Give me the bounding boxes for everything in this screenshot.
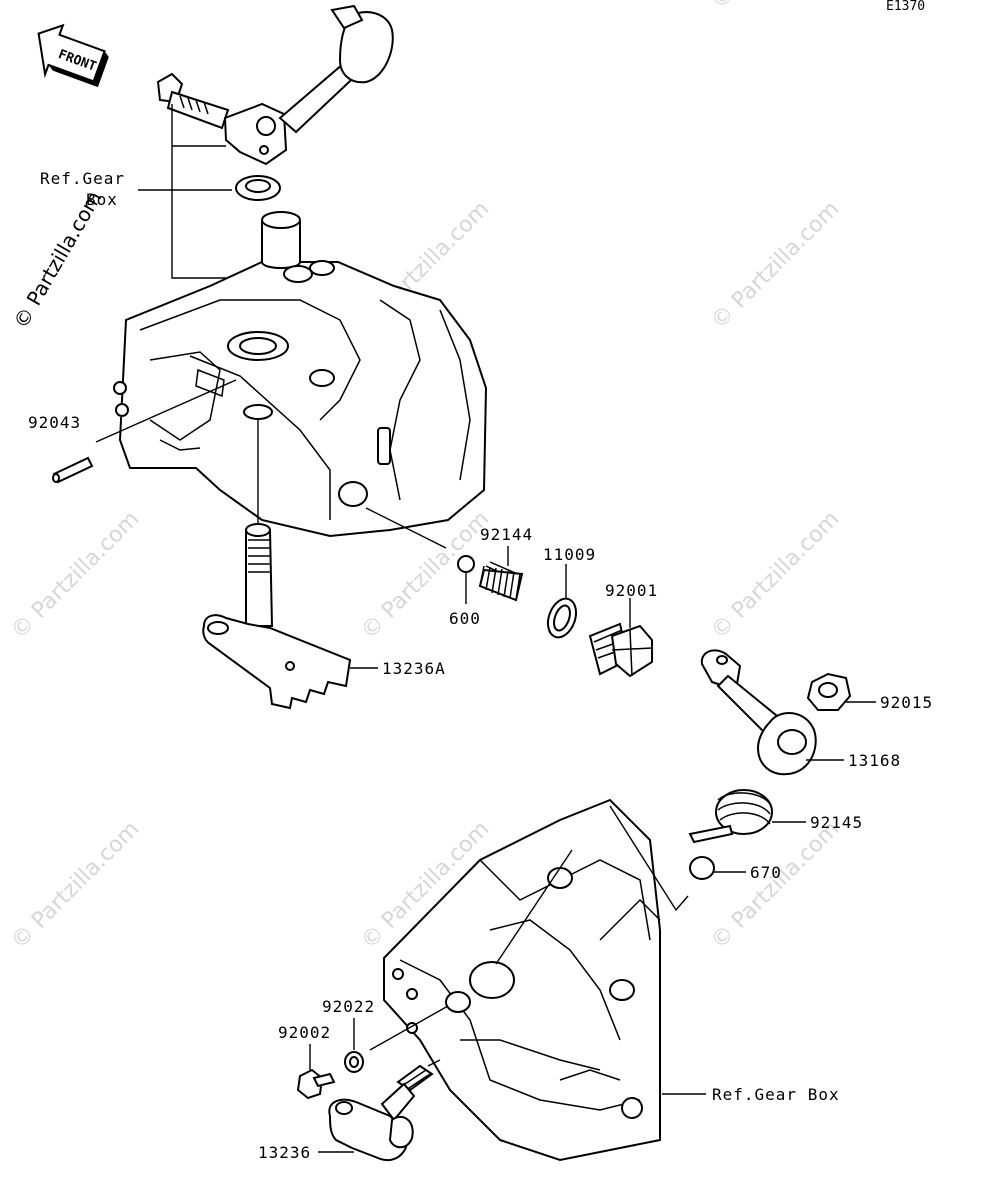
- ref-gear-box-top-line1: Ref.Gear: [40, 169, 125, 188]
- part-number-92145: 92145: [810, 813, 863, 832]
- watermark: © Partzilla.com: [707, 817, 845, 955]
- part-number-13236: 13236: [258, 1143, 311, 1162]
- arm-13168: [700, 649, 817, 776]
- part-number-13236A: 13236A: [382, 659, 446, 678]
- bolt-92002: [296, 1068, 336, 1100]
- nut-92015: [806, 672, 852, 711]
- shift-lever-top: [223, 4, 394, 166]
- gasket-11009: [546, 597, 578, 639]
- part-labels: 92043 92144 11009 92001 600 13236A 92015…: [28, 413, 933, 1162]
- shaft-13236: [328, 1059, 441, 1161]
- o-ring-670: [689, 856, 715, 880]
- watermark: © Partzilla.com: [707, 0, 845, 14]
- watermark: © Partzilla.com: [7, 507, 145, 645]
- part-number-670: 670: [750, 863, 782, 882]
- pin-92043: [52, 456, 94, 484]
- front-arrow-icon: FRONT: [37, 23, 109, 88]
- shift-shaft-13236A: [202, 523, 352, 710]
- bolt-top: [156, 72, 230, 130]
- part-number-92001: 92001: [605, 581, 658, 600]
- part-number-92043: 92043: [28, 413, 81, 432]
- part-number-11009: 11009: [543, 545, 596, 564]
- part-number-92015: 92015: [880, 693, 933, 712]
- ref-gear-box-top-line2: Box: [86, 190, 118, 209]
- watermark: © Partzilla.com: [7, 817, 145, 955]
- leader-bracket: [171, 104, 236, 279]
- watermark: © Partzilla.com: [707, 507, 845, 645]
- oil-seal: [235, 175, 281, 201]
- spring-92145: [688, 789, 773, 844]
- detent-ball-600: [457, 555, 475, 573]
- part-number-92144: 92144: [480, 525, 533, 544]
- part-number-92022: 92022: [322, 997, 375, 1016]
- upper-gearbox-housing: [113, 211, 488, 538]
- spring-92144: [478, 561, 524, 602]
- washer-92022: [344, 1051, 364, 1073]
- part-number-13168: 13168: [848, 751, 901, 770]
- diagram-code: E1370: [886, 0, 925, 14]
- watermark: © Partzilla.com: [707, 197, 845, 335]
- plug-92001: [588, 622, 653, 678]
- part-number-92002: 92002: [278, 1023, 331, 1042]
- part-number-600: 600: [449, 609, 481, 628]
- ref-gear-box-bottom: Ref.Gear Box: [712, 1085, 840, 1104]
- lower-gearbox-housing: [383, 798, 661, 1162]
